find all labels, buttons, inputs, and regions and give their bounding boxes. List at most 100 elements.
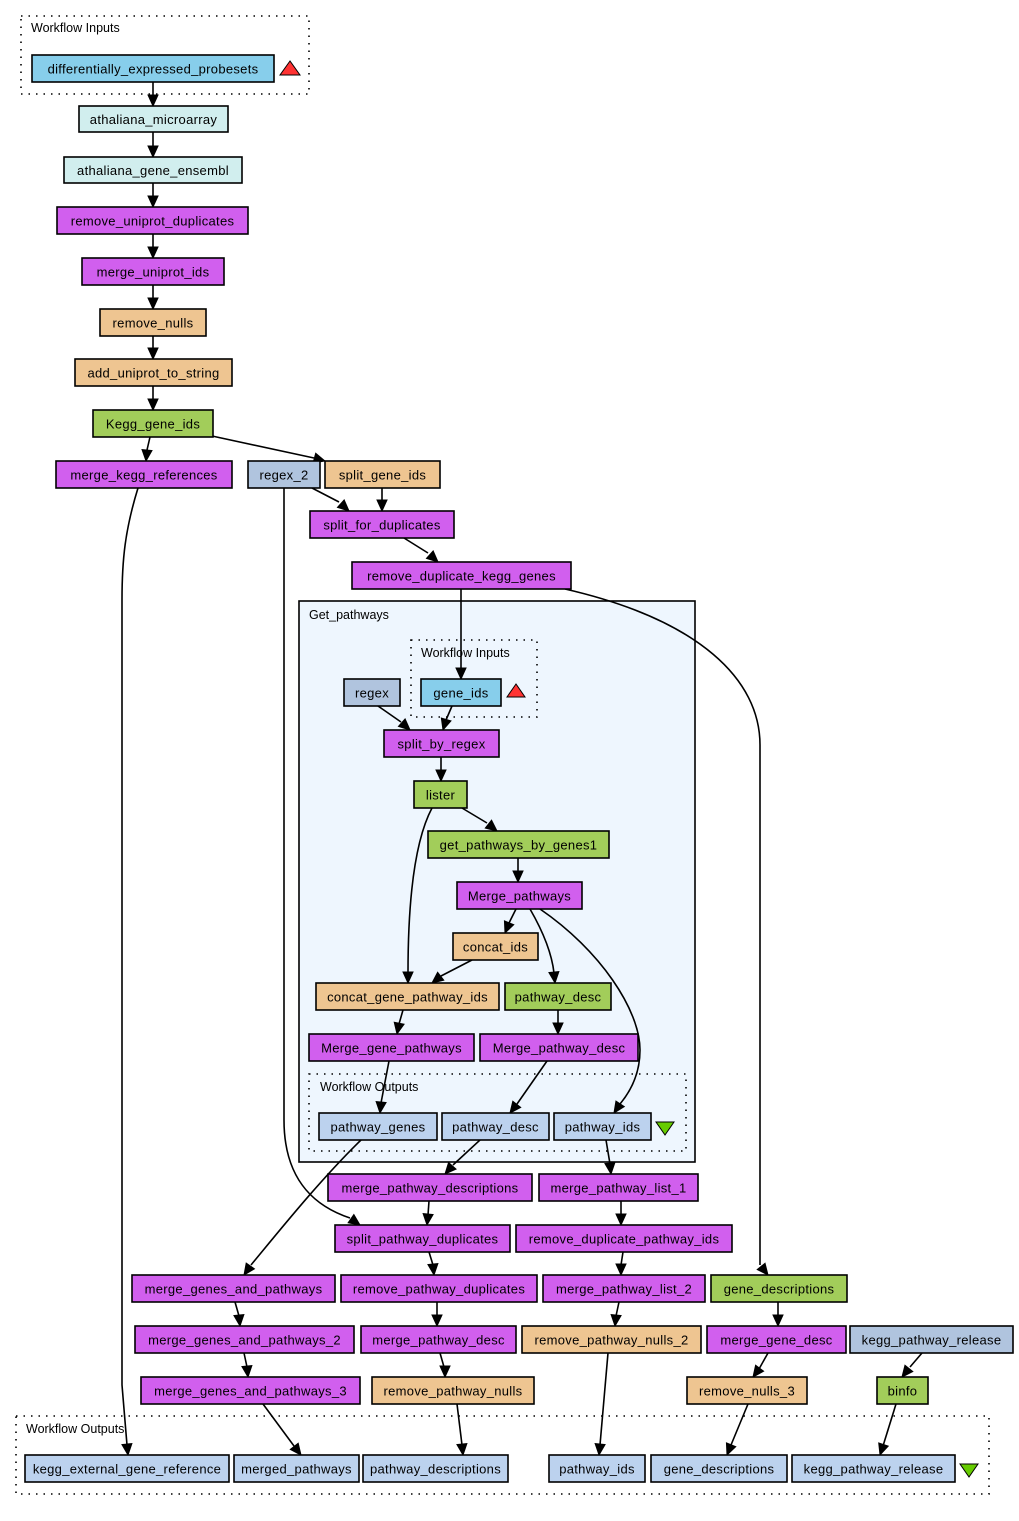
node-differentially-expressed-probesets[interactable]: differentially_expressed_probesets — [31, 54, 275, 83]
node-box[interactable] — [63, 156, 243, 184]
node-box[interactable] — [56, 206, 249, 235]
node-remove-nulls-3[interactable]: remove_nulls_3 — [686, 1376, 808, 1405]
node-binfo[interactable]: binfo — [876, 1376, 929, 1405]
node-kegg-pathway-release[interactable]: kegg_pathway_release — [849, 1325, 1014, 1354]
node-out-pathway-descriptions[interactable]: pathway_descriptions — [362, 1454, 509, 1483]
node-athaliana-gene-ensembl[interactable]: athaliana_gene_ensembl — [63, 156, 243, 184]
node-pathway-desc[interactable]: pathway_desc — [504, 982, 612, 1011]
node-box[interactable] — [360, 1325, 517, 1354]
node-remove-duplicate-pathway-ids[interactable]: remove_duplicate_pathway_ids — [515, 1224, 733, 1253]
node-remove-duplicate-kegg-genes[interactable]: remove_duplicate_kegg_genes — [351, 561, 572, 590]
node-box[interactable] — [849, 1325, 1014, 1354]
node-split-pathway-duplicates[interactable]: split_pathway_duplicates — [334, 1224, 511, 1253]
node-remove-pathway-nulls[interactable]: remove_pathway_nulls — [371, 1376, 535, 1405]
node-box[interactable] — [876, 1376, 929, 1405]
node-box[interactable] — [420, 678, 502, 707]
node-remove-nulls[interactable]: remove_nulls — [99, 308, 207, 337]
node-box[interactable] — [343, 678, 401, 707]
node-remove-pathway-nulls-2[interactable]: remove_pathway_nulls_2 — [521, 1325, 702, 1354]
node-box[interactable] — [504, 982, 612, 1011]
node-box[interactable] — [309, 510, 455, 539]
node-athaliana-microarray[interactable]: athaliana_microarray — [78, 105, 229, 133]
node-box[interactable] — [791, 1454, 956, 1483]
node-box[interactable] — [99, 308, 207, 337]
node-box[interactable] — [78, 105, 229, 133]
node-out-merged-pathways[interactable]: merged_pathways — [233, 1454, 360, 1483]
node-regex[interactable]: regex — [343, 678, 401, 707]
node-out-kegg-pathway-release[interactable]: kegg_pathway_release — [791, 1454, 956, 1483]
node-box[interactable] — [548, 1454, 646, 1483]
node-box[interactable] — [55, 460, 233, 489]
node-box[interactable] — [441, 1112, 550, 1141]
node-box[interactable] — [351, 561, 572, 590]
node-box[interactable] — [371, 1376, 535, 1405]
node-box[interactable] — [131, 1274, 336, 1303]
node-box[interactable] — [140, 1376, 361, 1405]
node-merge-pathway-descriptions[interactable]: merge_pathway_descriptions — [327, 1173, 533, 1202]
node-box[interactable] — [334, 1224, 511, 1253]
node-out-pathway-ids[interactable]: pathway_ids — [553, 1112, 652, 1141]
node-gene-ids[interactable]: gene_ids — [420, 678, 502, 707]
node-merge-kegg-references[interactable]: merge_kegg_references — [55, 460, 233, 489]
node-box[interactable] — [233, 1454, 360, 1483]
node-get-pathways-by-genes1[interactable]: get_pathways_by_genes1 — [427, 830, 610, 859]
node-split-by-regex[interactable]: split_by_regex — [383, 729, 500, 758]
node-split-for-duplicates[interactable]: split_for_duplicates — [309, 510, 455, 539]
node-box[interactable] — [710, 1274, 848, 1303]
node-merge-pathway-list-2[interactable]: merge_pathway_list_2 — [542, 1274, 706, 1303]
node-split-gene-ids[interactable]: split_gene_ids — [324, 460, 441, 489]
node-box[interactable] — [521, 1325, 702, 1354]
node-merge-pathways[interactable]: Merge_pathways — [456, 881, 583, 910]
node-box[interactable] — [706, 1325, 847, 1354]
node-box[interactable] — [74, 358, 233, 387]
node-box[interactable] — [362, 1454, 509, 1483]
node-out-kegg-external-gene-reference[interactable]: kegg_external_gene_reference — [24, 1454, 230, 1483]
node-kegg-gene-ids[interactable]: Kegg_gene_ids — [92, 409, 214, 438]
node-box[interactable] — [427, 830, 610, 859]
node-concat-ids[interactable]: concat_ids — [452, 932, 539, 961]
node-merge-gene-desc[interactable]: merge_gene_desc — [706, 1325, 847, 1354]
node-box[interactable] — [413, 780, 468, 809]
node-regex-2[interactable]: regex_2 — [247, 460, 321, 489]
node-box[interactable] — [324, 460, 441, 489]
node-box[interactable] — [81, 257, 225, 286]
node-box[interactable] — [650, 1454, 788, 1483]
node-box[interactable] — [318, 1112, 438, 1141]
node-merge-pathway-list-1[interactable]: merge_pathway_list_1 — [538, 1173, 699, 1202]
node-box[interactable] — [24, 1454, 230, 1483]
node-out-pathway-genes[interactable]: pathway_genes — [318, 1112, 438, 1141]
node-box[interactable] — [538, 1173, 699, 1202]
node-box[interactable] — [452, 932, 539, 961]
node-box[interactable] — [247, 460, 321, 489]
node-box[interactable] — [327, 1173, 533, 1202]
node-out-pathway-desc[interactable]: pathway_desc — [441, 1112, 550, 1141]
node-box[interactable] — [456, 881, 583, 910]
node-merge-genes-and-pathways[interactable]: merge_genes_and_pathways — [131, 1274, 336, 1303]
node-box[interactable] — [479, 1033, 639, 1062]
node-out-pathway-ids-top[interactable]: pathway_ids — [548, 1454, 646, 1483]
node-box[interactable] — [553, 1112, 652, 1141]
node-remove-pathway-duplicates[interactable]: remove_pathway_duplicates — [340, 1274, 538, 1303]
node-box[interactable] — [31, 54, 275, 83]
node-box[interactable] — [308, 1033, 475, 1062]
node-merge-uniprot-ids[interactable]: merge_uniprot_ids — [81, 257, 225, 286]
node-box[interactable] — [315, 982, 500, 1011]
node-merge-pathway-desc[interactable]: Merge_pathway_desc — [479, 1033, 639, 1062]
node-add-uniprot-to-string[interactable]: add_uniprot_to_string — [74, 358, 233, 387]
node-remove-uniprot-duplicates[interactable]: remove_uniprot_duplicates — [56, 206, 249, 235]
node-gene-descriptions[interactable]: gene_descriptions — [710, 1274, 848, 1303]
node-merge-pathway-desc[interactable]: merge_pathway_desc — [360, 1325, 517, 1354]
node-out-gene-descriptions[interactable]: gene_descriptions — [650, 1454, 788, 1483]
node-box[interactable] — [340, 1274, 538, 1303]
node-box[interactable] — [542, 1274, 706, 1303]
node-box[interactable] — [134, 1325, 355, 1354]
node-merge-gene-pathways[interactable]: Merge_gene_pathways — [308, 1033, 475, 1062]
node-lister[interactable]: lister — [413, 780, 468, 809]
node-box[interactable] — [686, 1376, 808, 1405]
node-merge-genes-and-pathways-3[interactable]: merge_genes_and_pathways_3 — [140, 1376, 361, 1405]
node-box[interactable] — [383, 729, 500, 758]
node-merge-genes-and-pathways-2[interactable]: merge_genes_and_pathways_2 — [134, 1325, 355, 1354]
node-box[interactable] — [515, 1224, 733, 1253]
node-box[interactable] — [92, 409, 214, 438]
node-concat-gene-pathway-ids[interactable]: concat_gene_pathway_ids — [315, 982, 500, 1011]
